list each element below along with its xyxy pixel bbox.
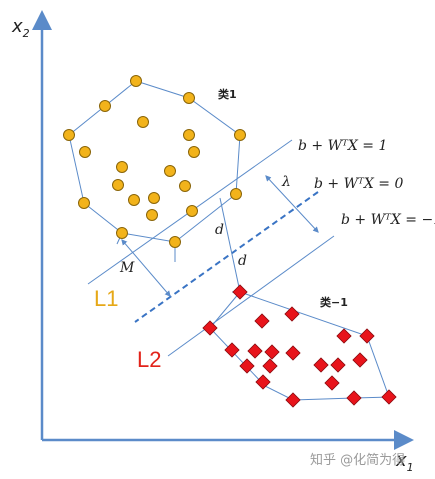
negative-point [255, 374, 271, 390]
decision-boundary-line [134, 191, 319, 323]
negative-point [224, 342, 240, 358]
l1-label: L1 [94, 286, 118, 311]
upper-margin-equation: b + WᵀX = 1 [298, 138, 387, 154]
y-axis-label: x2 [11, 16, 30, 40]
d-lower-symbol: d [238, 253, 247, 269]
boundary-equation: b + WᵀX = 0 [314, 176, 403, 192]
negative-point [254, 313, 270, 329]
negative-point [313, 357, 329, 373]
positive-point [78, 197, 90, 209]
lower-margin-equation: b + WᵀX = −1 [341, 212, 435, 228]
negative-points [202, 284, 397, 408]
positive-class-label: 类1 [218, 87, 237, 101]
positive-point [148, 192, 160, 204]
negative-point [330, 357, 346, 373]
negative-point [381, 389, 397, 405]
negative-point [359, 328, 375, 344]
lambda-arrow [265, 175, 319, 233]
watermark: 知乎 @化简为得 [310, 452, 405, 468]
positive-point [79, 146, 91, 158]
margin-symbol: M [119, 260, 135, 276]
positive-point [234, 129, 246, 141]
negative-point [285, 392, 301, 408]
positive-point [130, 75, 142, 87]
positive-point [63, 129, 75, 141]
negative-point [264, 344, 280, 360]
negative-point [336, 328, 352, 344]
negative-point [324, 375, 340, 391]
negative-point [262, 358, 278, 374]
d-indicator-line [219, 197, 241, 293]
margin-arrow [121, 239, 171, 297]
positive-point [183, 92, 195, 104]
negative-point [202, 320, 218, 336]
positive-point [116, 227, 128, 239]
positive-point [137, 116, 149, 128]
positive-point [230, 188, 242, 200]
positive-point [188, 146, 200, 158]
positive-point [186, 205, 198, 217]
positive-point [99, 100, 111, 112]
positive-point [146, 209, 158, 221]
negative-point [247, 343, 263, 359]
negative-point [232, 284, 248, 300]
positive-point [112, 179, 124, 191]
negative-class-hull [209, 291, 390, 401]
positive-point [164, 165, 176, 177]
negative-point [285, 345, 301, 361]
positive-point [169, 236, 181, 248]
x-axis-label: x1 [395, 450, 414, 474]
positive-point [128, 194, 140, 206]
lower-margin-line [167, 235, 335, 357]
negative-point [346, 390, 362, 406]
l2-label: L2 [137, 347, 161, 372]
lambda-symbol: λ [281, 174, 291, 190]
negative-point [239, 358, 255, 374]
negative-point [284, 306, 300, 322]
positive-point [116, 161, 128, 173]
positive-point [179, 180, 191, 192]
d-upper-symbol: d [215, 222, 224, 238]
positive-class-hull [68, 80, 241, 243]
negative-class-label: 类−1 [320, 295, 348, 309]
positive-point [183, 129, 195, 141]
positive-points [63, 75, 246, 248]
negative-point [352, 352, 368, 368]
